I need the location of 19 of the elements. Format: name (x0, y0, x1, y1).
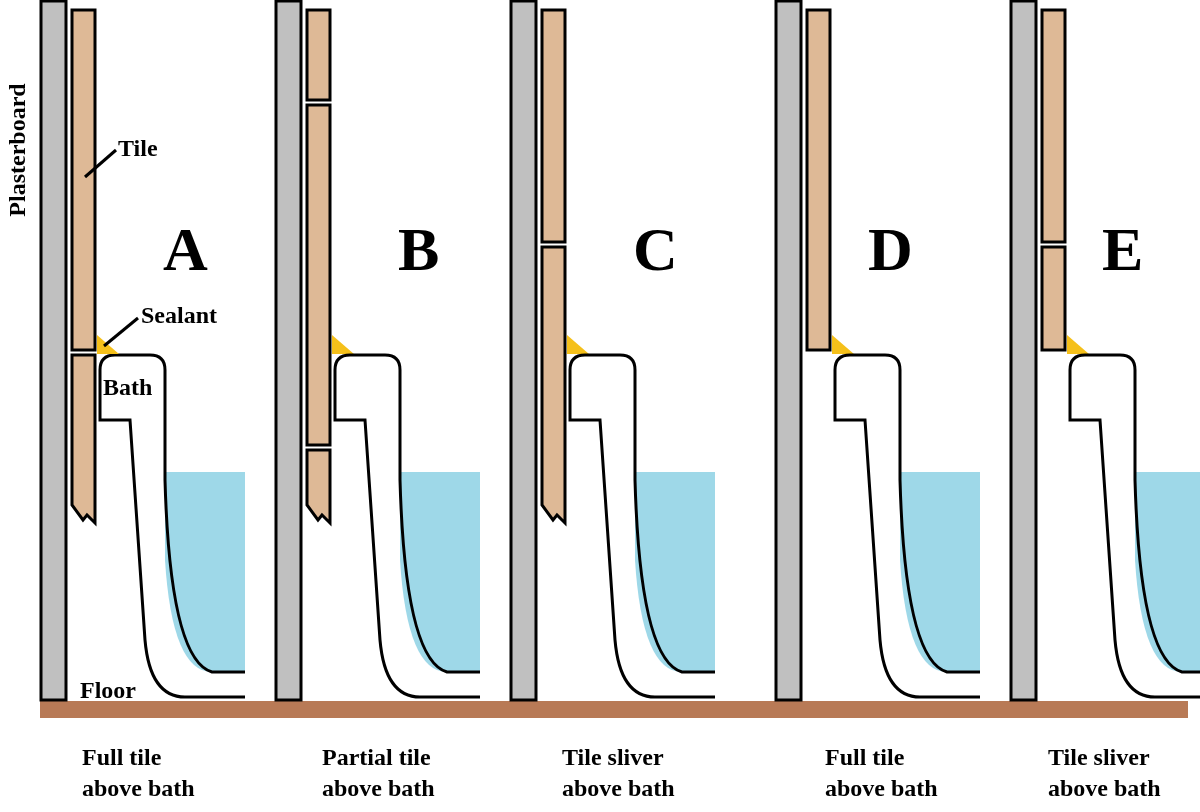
part-label: Floor (80, 678, 136, 702)
caption: Full tile above bath (825, 743, 939, 804)
part-label: Bath (103, 375, 153, 399)
caption: Partial tile above bath (322, 743, 436, 804)
leader-line (84, 148, 117, 179)
part-label: Tile (118, 136, 158, 160)
sealant (97, 335, 119, 354)
panel-letter: E (1102, 218, 1144, 280)
tile (70, 8, 97, 352)
panel-letter: C (633, 218, 678, 280)
panel-letter: D (868, 218, 913, 280)
caption: Tile sliver above bath (562, 743, 676, 804)
part-label: Plasterboard (5, 82, 29, 219)
caption: Full tile above bath (82, 743, 196, 804)
panel-letter: B (398, 218, 440, 280)
caption: Tile sliver above bath (1048, 743, 1162, 804)
leader-line (103, 316, 139, 348)
part-label: Sealant (141, 303, 217, 327)
panel-letter: A (163, 218, 208, 280)
